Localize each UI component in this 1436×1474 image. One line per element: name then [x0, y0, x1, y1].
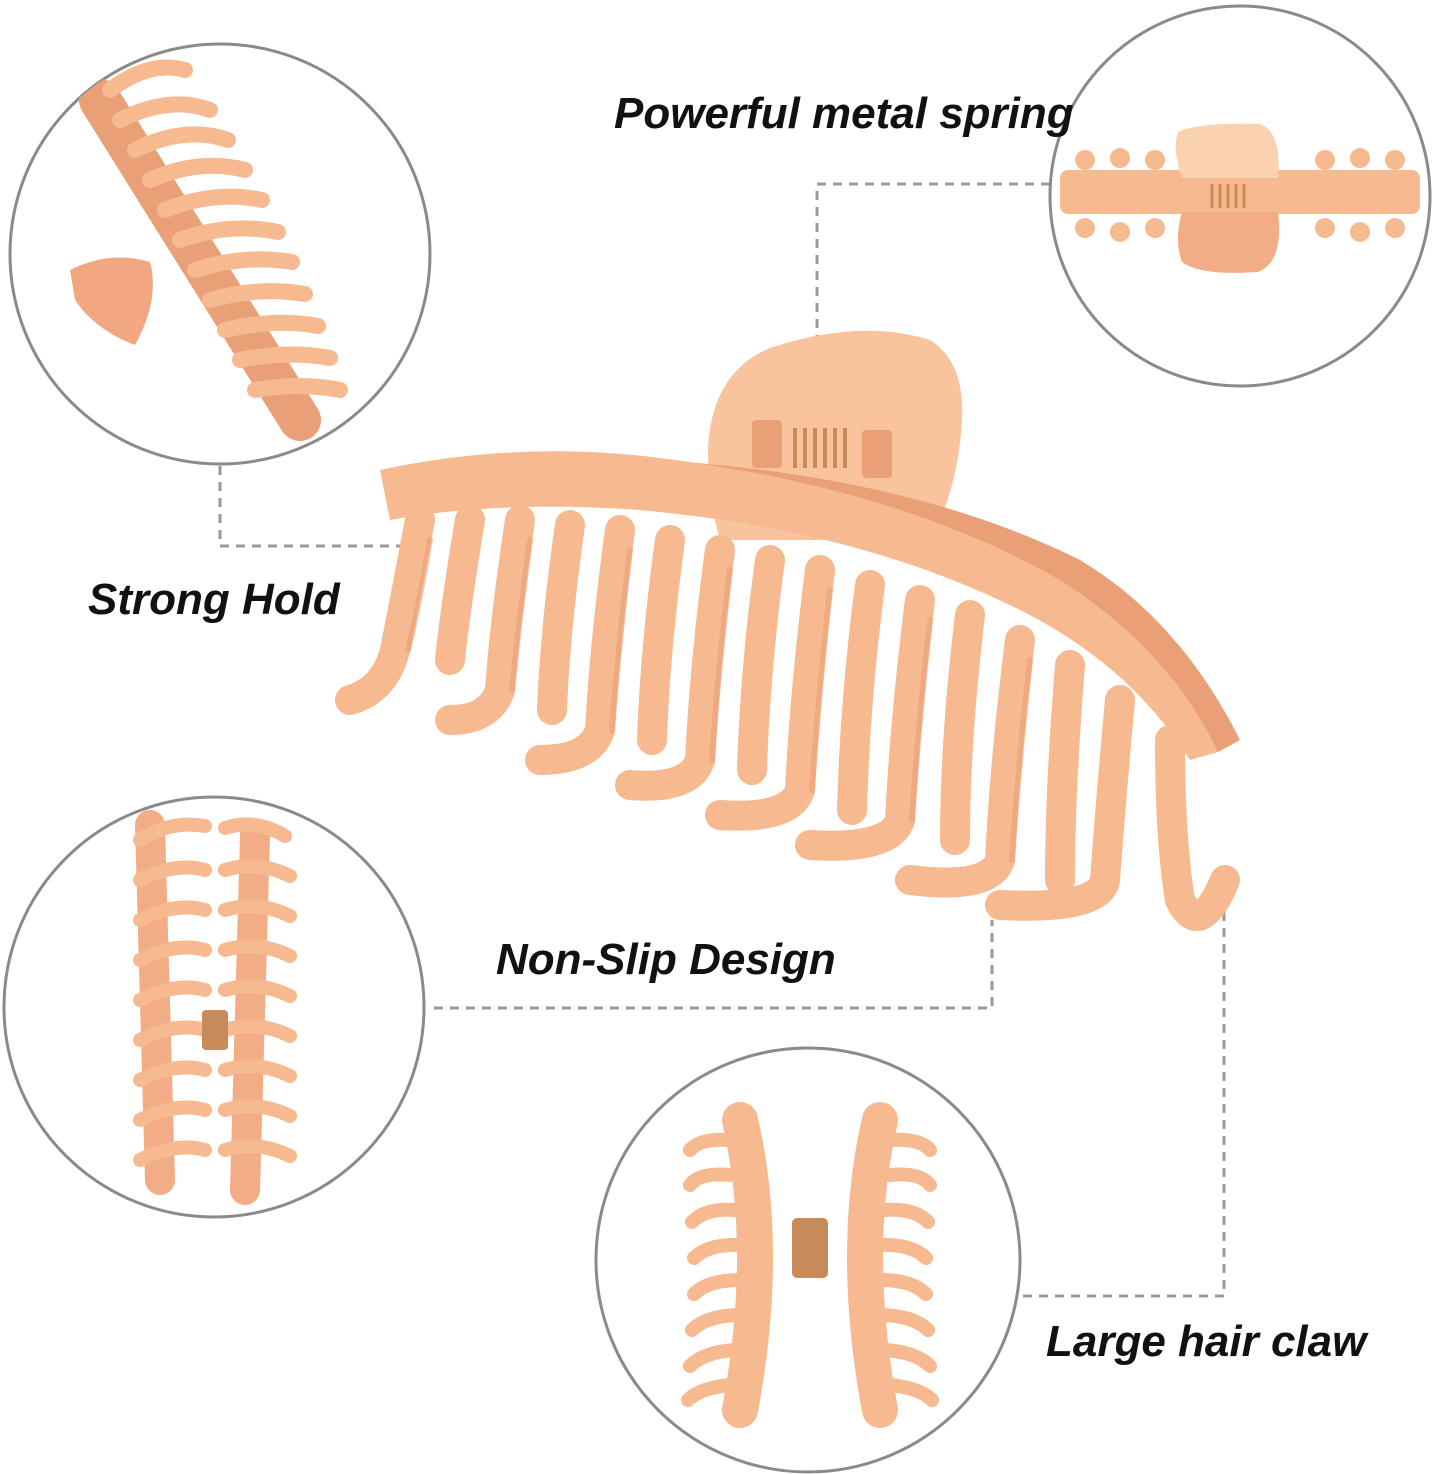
- leader-line-slip: [434, 920, 994, 1010]
- label-large-hair-claw: Large hair claw: [1046, 1317, 1367, 1366]
- leader-line-hold: [218, 466, 420, 548]
- label-powerful-metal-spring: Powerful metal spring: [614, 89, 1074, 138]
- detail-circle-strong-hold: [8, 42, 432, 466]
- detail-circle-metal-spring: [1048, 4, 1432, 388]
- label-strong-hold: Strong Hold: [88, 575, 340, 624]
- label-non-slip-design: Non-Slip Design: [496, 935, 836, 984]
- main-hair-claw: [335, 330, 1240, 931]
- detail-circle-large-claw: [594, 1046, 1022, 1474]
- detail-circle-non-slip: [2, 795, 426, 1219]
- leader-line-large: [1018, 880, 1226, 1298]
